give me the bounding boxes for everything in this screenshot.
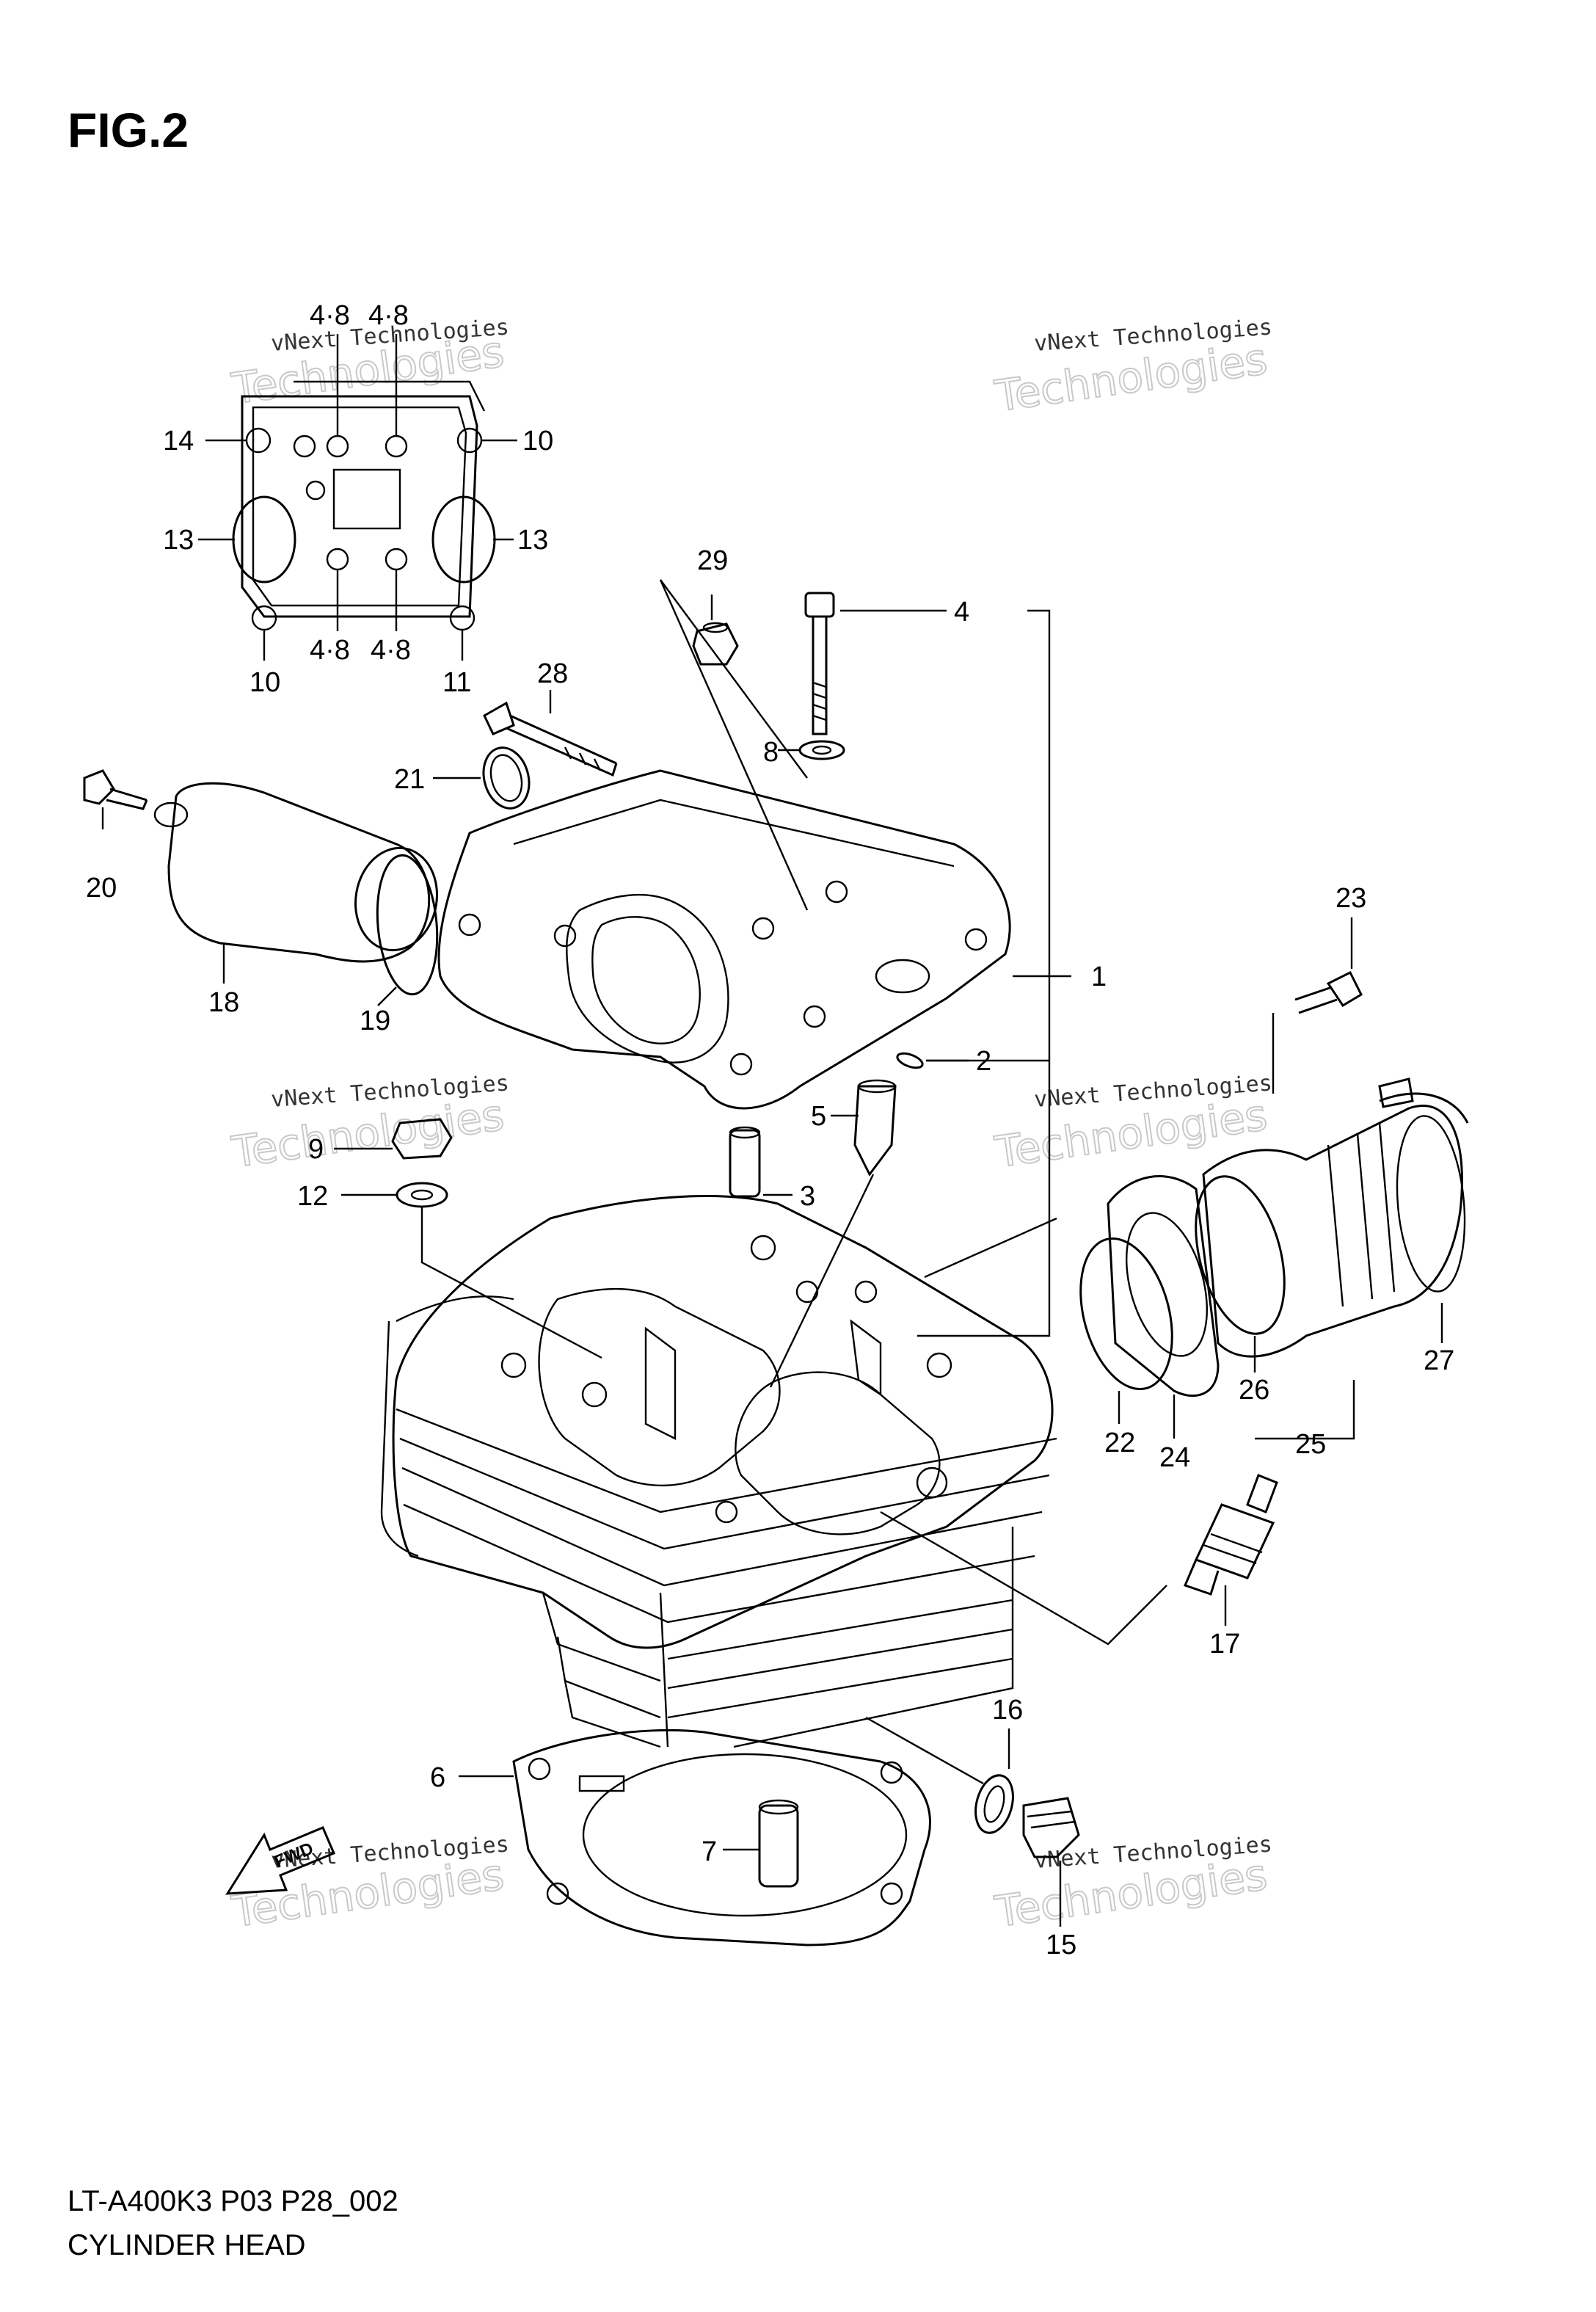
callout-12: 12 (297, 1181, 328, 1212)
model-code: LT-A400K3 P03 P28_002 (68, 2185, 398, 2217)
dowel-pin-3 (729, 1126, 761, 1198)
callout-29: 29 (697, 545, 728, 576)
callout-labels: 4·8 4·8 4·8 4·8 14 10 13 13 10 11 29 4 2… (86, 300, 1454, 1960)
callout-14: 14 (163, 426, 194, 457)
callout-9: 9 (308, 1134, 324, 1165)
callout-4: 4 (954, 597, 969, 628)
callout-4-8: 4·8 (310, 635, 350, 666)
washer-8 (798, 740, 845, 760)
leader-lines (101, 579, 1443, 1927)
clamp-27 (1378, 1077, 1469, 1124)
inset-leader-lines (198, 334, 517, 661)
o-ring-19 (376, 854, 439, 996)
callout-28: 28 (537, 658, 568, 689)
bolt-20 (83, 769, 148, 810)
cylinder-head-cover (437, 769, 1011, 1110)
cylinder-head-fins (396, 1408, 1057, 1748)
callout-2: 2 (976, 1046, 991, 1077)
cylinder-head-gasket (512, 1728, 931, 1946)
callout-11: 11 (442, 667, 471, 698)
callout-17: 17 (1209, 1629, 1240, 1660)
ignition-coil-cap-18 (153, 782, 439, 963)
breather-5 (853, 1079, 897, 1177)
intake-pipe-25 (1202, 1105, 1466, 1358)
callout-6: 6 (430, 1762, 445, 1793)
callout-4-8: 4·8 (371, 635, 411, 666)
cap-nut-29 (692, 622, 739, 666)
bolt-23 (1294, 970, 1363, 1014)
plug-15 (1022, 1797, 1080, 1858)
callout-19: 19 (360, 1006, 390, 1036)
callout-21: 21 (394, 764, 425, 795)
callout-7: 7 (702, 1836, 717, 1867)
callout-4-8: 4·8 (310, 300, 350, 331)
callout-10: 10 (249, 667, 280, 698)
callout-24: 24 (1159, 1442, 1190, 1473)
seal-ring-21 (482, 746, 531, 810)
callout-4-8: 4·8 (368, 300, 409, 331)
callout-8: 8 (763, 737, 779, 768)
figure-title: FIG.2 (68, 103, 189, 157)
callout-22: 22 (1104, 1428, 1135, 1458)
callout-18: 18 (208, 987, 239, 1018)
dowel-pin-7 (758, 1799, 799, 1888)
callout-3: 3 (800, 1181, 815, 1212)
callout-15: 15 (1046, 1930, 1076, 1960)
washer-12 (396, 1182, 448, 1208)
callout-13: 13 (517, 525, 548, 556)
callout-13: 13 (163, 525, 194, 556)
diagram-name: CYLINDER HEAD (68, 2229, 306, 2261)
cylinder-head (380, 1195, 1054, 1649)
callout-26: 26 (1239, 1375, 1269, 1406)
bolt-4 (804, 592, 835, 735)
callout-10: 10 (522, 426, 553, 457)
gasket-16 (974, 1774, 1014, 1834)
callout-27: 27 (1424, 1345, 1454, 1376)
spark-plug-17 (1183, 1474, 1278, 1596)
callout-16: 16 (992, 1695, 1023, 1726)
nut-9 (391, 1118, 453, 1160)
head-cover-gasket-inset (232, 380, 496, 631)
callout-23: 23 (1336, 883, 1366, 914)
bolt-28 (483, 701, 618, 777)
callout-25: 25 (1295, 1429, 1326, 1460)
callout-20: 20 (86, 873, 117, 904)
o-ring-26 (1195, 1175, 1286, 1335)
gasket-22 (1079, 1237, 1173, 1391)
callout-5: 5 (811, 1101, 826, 1132)
spacer-24 (1107, 1175, 1220, 1397)
clip-2 (896, 1052, 924, 1069)
callout-1: 1 (1091, 961, 1107, 992)
